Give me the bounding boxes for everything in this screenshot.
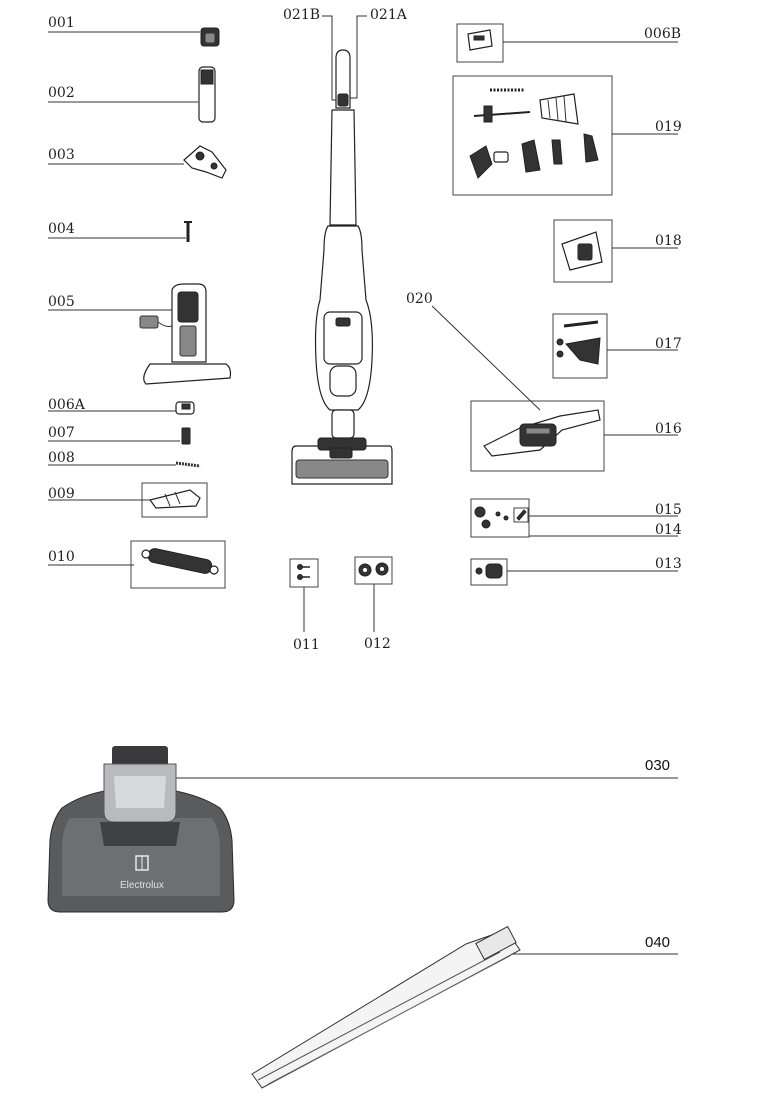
part-006A — [175, 401, 195, 415]
callout-015: 015 — [470, 498, 682, 538]
callout-016: 016 — [470, 400, 682, 472]
part-008 — [175, 461, 201, 468]
callout-018: 018 — [553, 219, 682, 283]
callout-002: 002 — [48, 85, 198, 103]
label-021A: 021A — [370, 7, 408, 23]
brand-logo-text: Electrolux — [120, 880, 164, 891]
part-002 — [198, 66, 216, 123]
callout-004: 004 — [48, 221, 186, 239]
label-010: 010 — [48, 549, 75, 565]
label-013: 013 — [655, 556, 682, 572]
label-009: 009 — [48, 486, 75, 502]
callout-013: 013 — [470, 556, 682, 586]
main-vacuum-body — [291, 49, 393, 485]
label-006A: 006A — [48, 397, 86, 413]
part-030-floor-nozzle: Electrolux — [47, 746, 235, 913]
label-030: 030 — [645, 757, 670, 774]
part-001 — [200, 27, 220, 47]
label-014: 014 — [655, 522, 682, 538]
label-008: 008 — [48, 450, 75, 466]
part-004 — [184, 221, 192, 242]
callout-019: 019 — [452, 75, 682, 196]
callout-007: 007 — [48, 425, 180, 442]
callout-017: 017 — [552, 313, 682, 379]
callout-010: 010 — [48, 540, 226, 589]
label-012: 012 — [364, 636, 391, 652]
label-004: 004 — [48, 221, 75, 237]
callout-011: 011 — [289, 558, 320, 653]
part-007 — [181, 427, 191, 445]
callout-006B: 006B — [456, 23, 681, 63]
label-006B: 006B — [644, 26, 681, 42]
part-009 — [148, 489, 201, 509]
callout-021B: 021B — [283, 7, 340, 101]
label-015: 015 — [655, 502, 682, 518]
label-002: 002 — [48, 85, 75, 101]
part-012-wheels — [358, 562, 389, 577]
callout-006A: 006A — [48, 397, 176, 413]
label-021B: 021B — [283, 7, 320, 23]
label-040: 040 — [645, 934, 670, 951]
label-020: 020 — [406, 291, 433, 307]
callout-001: 001 — [48, 15, 200, 33]
callout-014: 014 — [529, 522, 682, 538]
label-007: 007 — [48, 425, 75, 441]
label-005: 005 — [48, 294, 75, 310]
callout-005: 005 — [48, 294, 175, 311]
label-019: 019 — [655, 119, 682, 135]
callout-021A: 021A — [348, 7, 408, 99]
part-005-charging-stand — [139, 283, 232, 385]
part-006B — [467, 29, 493, 51]
callout-040: 040 — [508, 934, 678, 955]
part-016-handheld-unit — [483, 409, 601, 457]
label-016: 016 — [655, 421, 682, 437]
part-017 — [556, 320, 601, 365]
part-014-015 — [474, 506, 529, 529]
callout-012: 012 — [354, 556, 393, 652]
part-040-crevice-tool — [251, 925, 521, 1089]
part-010-brush-roll — [141, 548, 219, 575]
label-018: 018 — [655, 233, 682, 249]
part-018 — [561, 231, 603, 271]
label-017: 017 — [655, 336, 682, 352]
part-013 — [475, 563, 503, 579]
label-003: 003 — [48, 147, 75, 163]
callout-020: 020 — [406, 291, 541, 411]
label-011: 011 — [293, 637, 320, 653]
callout-003: 003 — [48, 147, 184, 165]
callout-008: 008 — [48, 450, 176, 466]
label-001: 001 — [48, 15, 75, 31]
callout-030: 030 — [168, 757, 678, 779]
part-003 — [183, 145, 227, 179]
part-019-filter-set — [469, 88, 599, 179]
callout-009: 009 — [48, 482, 208, 518]
part-011-screws — [297, 564, 310, 580]
